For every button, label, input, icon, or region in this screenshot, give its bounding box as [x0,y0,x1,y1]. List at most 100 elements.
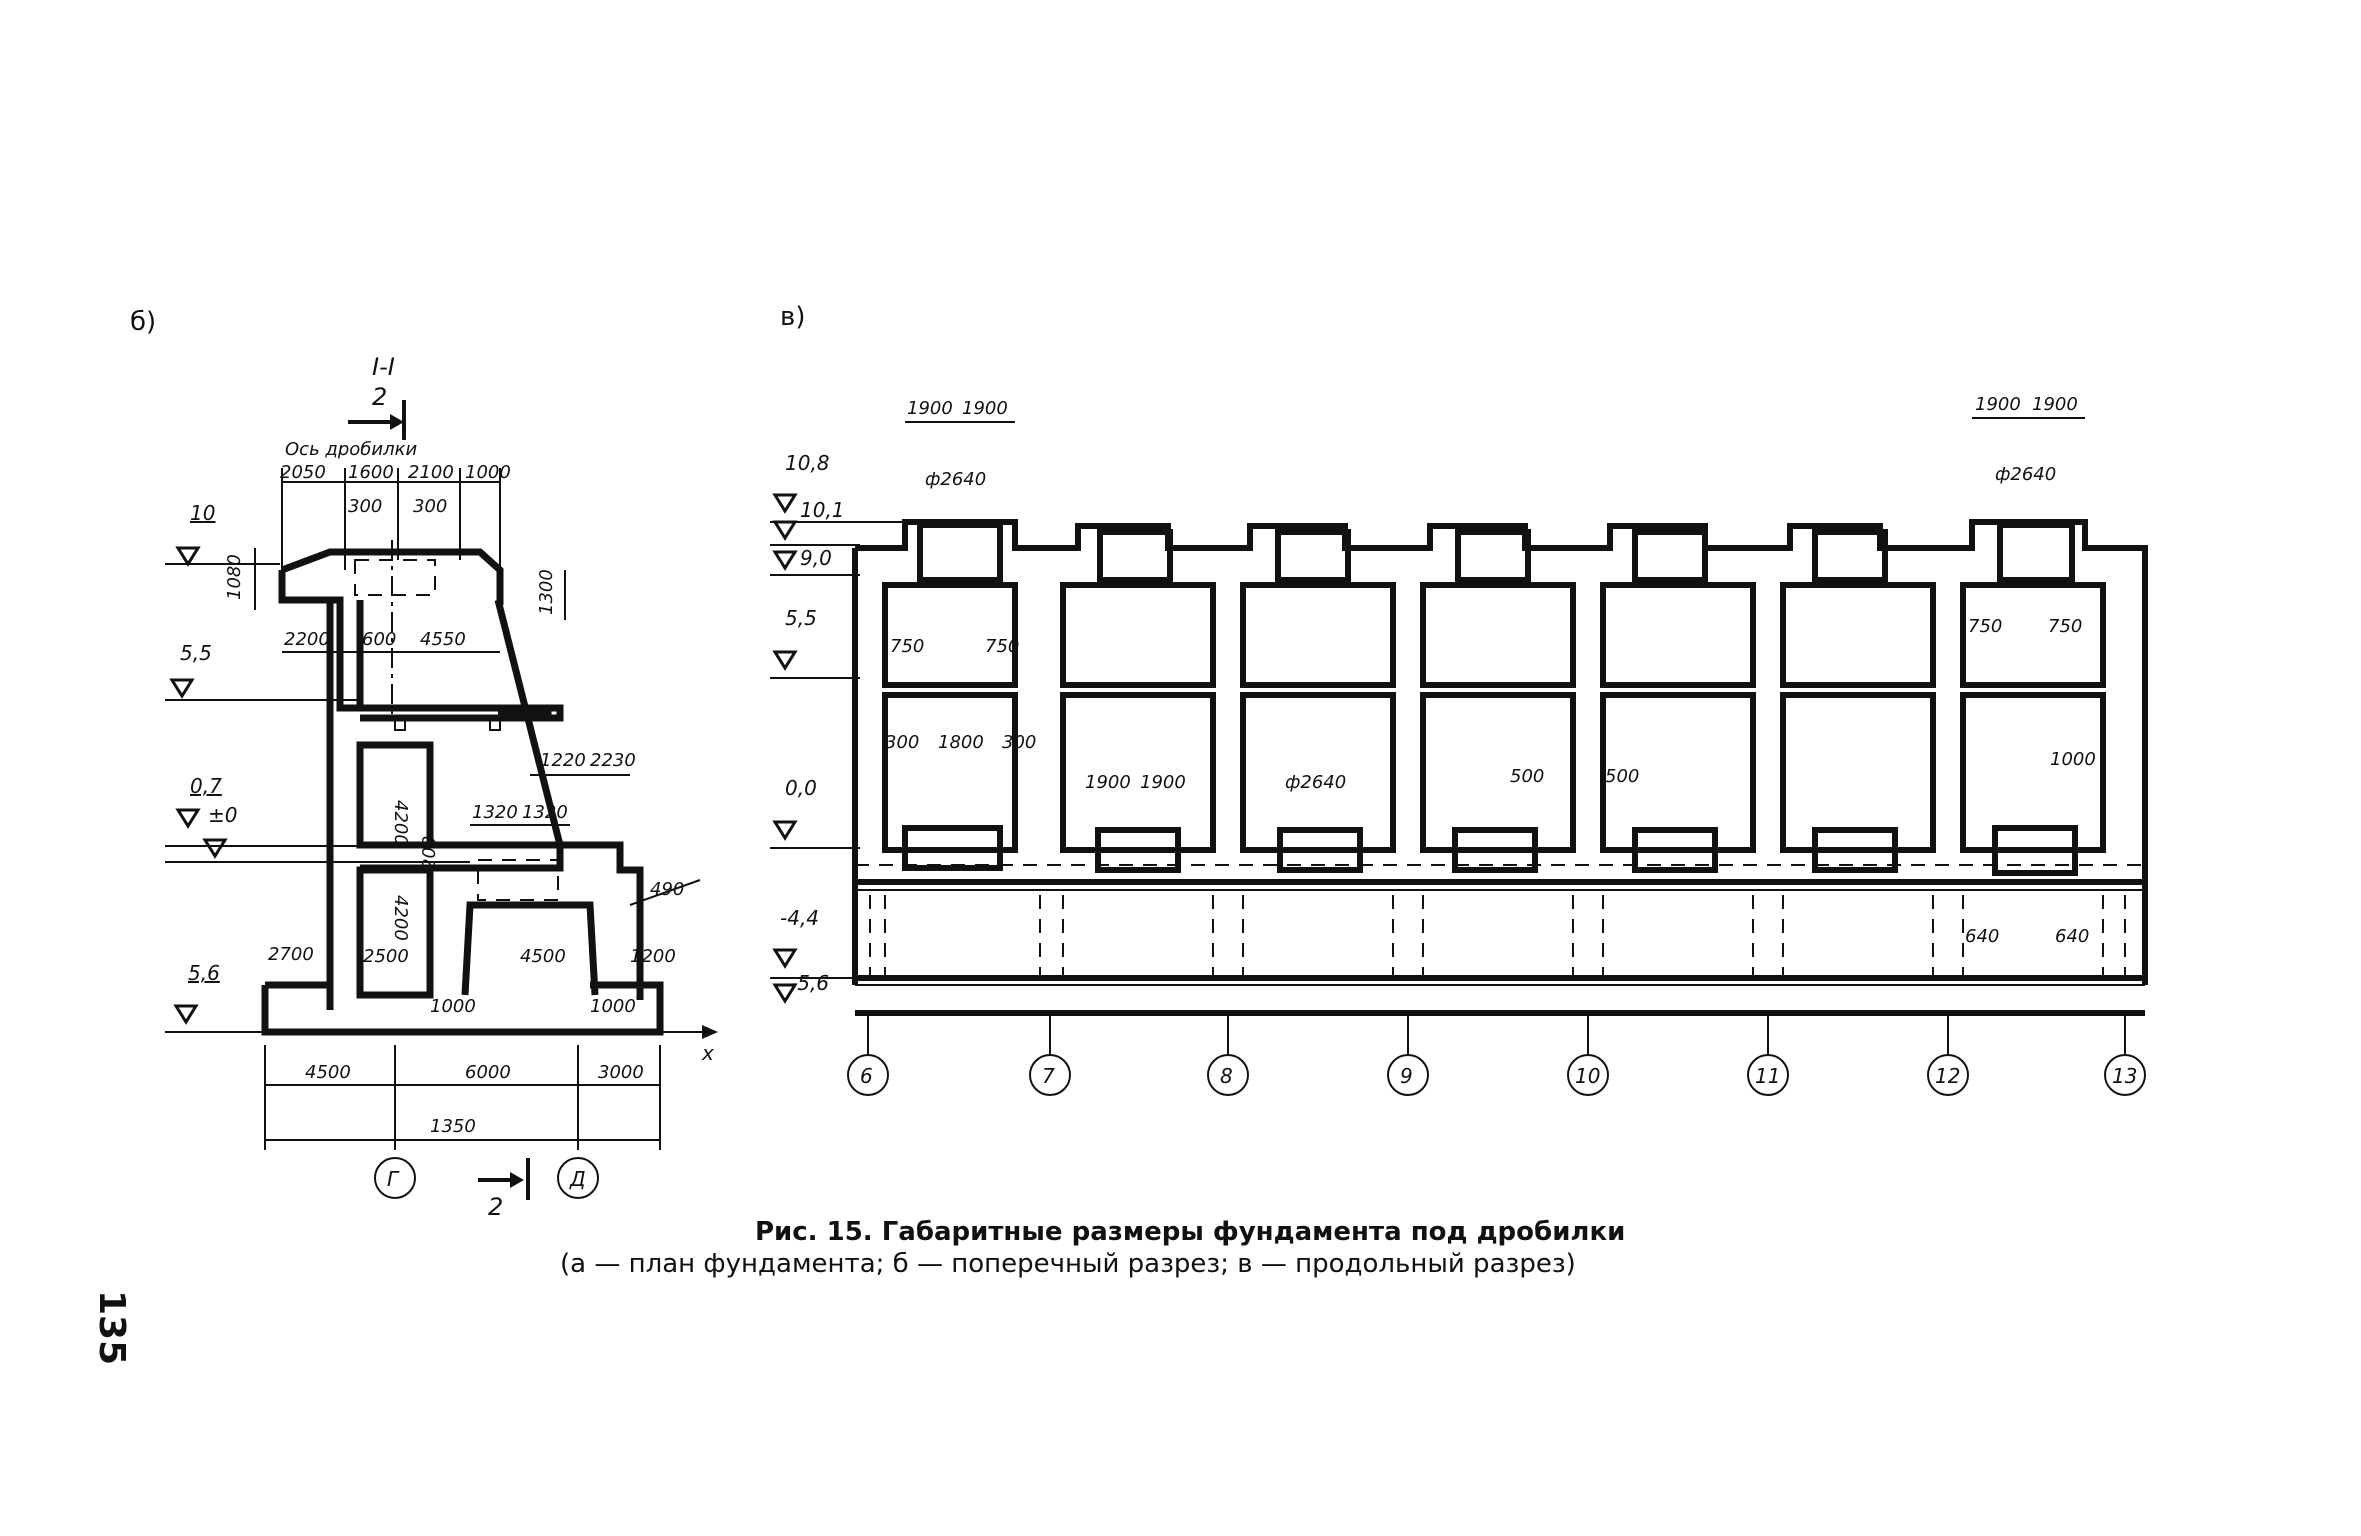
panel-v-longitudinal-section: в) 10,8 10,1 9,0 5,5 0,0 -4,4 -5,6 [770,302,2148,1096]
dim-top-right-1900b: 1900 [2032,394,2078,415]
chamber-upper-5 [1600,582,1756,688]
dim-top-right-1900a: 1900 [1975,394,2021,415]
dashed-block-mid [477,859,559,901]
chamber-lower-4 [1420,692,1576,853]
section-arrowhead-top [390,414,404,430]
caption-line-1: Рис. 15. Габаритные размеры фундамента п… [755,1217,1625,1247]
chamber-lower-1 [882,692,1018,853]
crusher-head-dashed [354,559,436,596]
chamber-lower-7 [1960,692,2106,853]
top-profile [855,519,2148,985]
dim-4200-lower: 4200 [390,895,411,941]
level-5-5: 5,5 [180,641,212,665]
axis-leaders-v [867,1013,2126,1055]
crusher-2 [1095,827,1181,873]
dim-2230: 2230 [590,750,636,771]
dim-490: 490 [650,879,684,900]
dim-2500: 2500 [363,946,409,967]
dim-750-r2: 750 [2048,616,2082,637]
dim-750-r1: 750 [1968,616,2002,637]
level-0-0: 0,0 [785,776,817,800]
crusher-bodies [902,825,2078,876]
axis-6: 6 [860,1064,873,1088]
level-0-7-marker [175,808,201,829]
dim-750-l1: 750 [890,636,924,657]
dim-top-left-1900a: 1900 [907,398,953,419]
marker-minus-4-4 [772,948,798,969]
motor-box-4 [1455,529,1531,583]
level-zero: ±0 [208,803,237,827]
dim-1320-left: 1320 [472,802,518,823]
dim-bottom-4500: 4500 [305,1062,351,1083]
section-title: I-I [372,353,395,381]
axis-10: 10 [1575,1064,1600,1088]
level-5-6: 5,6 [188,961,220,985]
level-10-marker [175,546,201,567]
chamber-upper-7 [1960,582,2106,688]
dim-1000-left: 1000 [430,996,476,1017]
level-5-6-marker [173,1004,199,1025]
dim-1000-right: 1000 [590,996,636,1017]
dim-1200: 1200 [630,946,676,967]
dim-1600: 1600 [348,462,394,483]
dim-1220: 1220 [540,750,586,771]
dim-2050: 2050 [280,462,326,483]
dim-1080: 1080 [224,554,245,600]
dim-1000: 1000 [465,462,511,483]
dim-300-right: 300 [413,496,447,517]
dim-4200-upper: 4200 [390,800,411,846]
axis-11: 11 [1755,1064,1780,1088]
section-mark-top: 2 [372,383,387,411]
dim-500b: 500 [1605,766,1639,787]
dim-640a: 640 [1965,926,1999,947]
dim-top-left-1900b: 1900 [962,398,1008,419]
dim-1800: 1800 [938,732,984,753]
caption-line-2: (а — план фундамента; б — поперечный раз… [560,1249,1576,1279]
level-10-1: 10,1 [800,498,845,522]
chamber-upper-4 [1420,582,1576,688]
level-5-5-marker [169,678,195,699]
figure-caption: Рис. 15. Габаритные размеры фундамента п… [560,1217,1625,1279]
motor-box-5 [1632,529,1708,583]
dim-2200: 2200 [284,629,330,650]
dim-1320-right: 1320 [522,802,568,823]
chamber-grid [882,582,2106,853]
dim-4550: 4550 [420,629,466,650]
dim-total-1350: 1350 [430,1116,476,1137]
axis-d: Д [569,1167,586,1191]
level-9-0: 9,0 [800,546,832,570]
panel-b-cross-section: б) I-I 2 Ось дробилки 2050 1600 2100 100… [130,307,718,1221]
level-5-5-v: 5,5 [785,606,817,630]
axis-bubble-d [557,1157,599,1199]
axis-7: 7 [1042,1064,1055,1088]
dim-4500-inner: 4500 [520,946,566,967]
dim-mid-1900b: 1900 [1140,772,1186,793]
level-zero-marker [202,838,228,859]
marker-9-0 [772,550,798,571]
level-minus-5-6: -5,6 [790,971,829,995]
crusher-axis-label: Ось дробилки [285,439,417,460]
panel-v-label: в) [780,302,805,332]
dim-1000-v: 1000 [2050,749,2096,770]
dim-bottom-6000: 6000 [465,1062,511,1083]
dim-600: 600 [362,629,396,650]
crusher-6 [1812,827,1898,873]
chamber-upper-6 [1780,582,1936,688]
level-minus-4-4: -4,4 [780,906,819,930]
crusher-5 [1632,827,1718,873]
slab-5-5-ribs [394,718,501,731]
marker-10-1 [772,520,798,541]
right-step [560,841,644,1000]
lower-chamber [461,901,599,996]
x-axis-arrow [702,1025,718,1039]
section-mark-bottom: 2 [488,1193,503,1221]
page-number: 135 [91,1290,132,1365]
axis-8: 8 [1220,1064,1233,1088]
chamber-lower-3 [1240,692,1396,853]
phi-left: ф2640 [925,469,986,490]
phi-mid: ф2640 [1285,772,1346,793]
crusher-4 [1452,827,1538,873]
chamber-lower-2 [1060,692,1216,853]
level-0-7: 0,7 [190,774,222,798]
section-arrowhead-bottom [510,1172,524,1188]
